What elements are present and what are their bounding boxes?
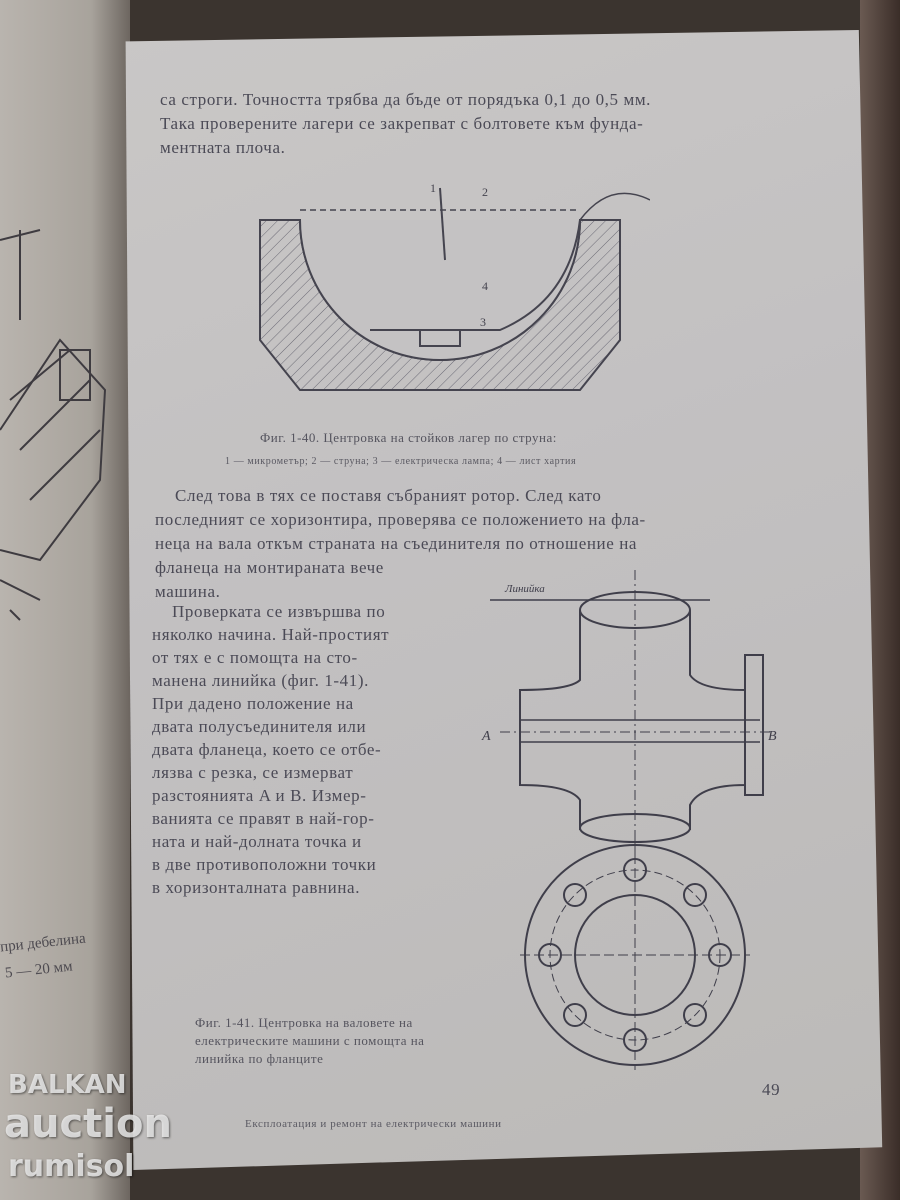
text-line: При дадено положение на bbox=[152, 694, 354, 713]
text-line: от тях е с помощта на сто- bbox=[152, 648, 358, 667]
text-line: фланеца на монтираната вече bbox=[155, 558, 384, 577]
text-line: последният се хоризонтира, проверява се … bbox=[155, 510, 646, 529]
micrometer bbox=[439, 187, 446, 261]
label-b: B bbox=[768, 729, 777, 744]
figure-1-41-caption: електрическите машини с помощта на bbox=[195, 1033, 425, 1048]
figure-1-40-bearing-diagram: 1 2 3 4 bbox=[259, 181, 650, 391]
label-a: A bbox=[481, 729, 491, 744]
watermark-logo: BALKAN bbox=[8, 1070, 127, 1100]
text-line: няколко начина. Най-простият bbox=[152, 625, 390, 644]
watermark-logo: auction bbox=[4, 1101, 172, 1147]
figure-1-41-flange-diagram: Линийка A B bbox=[481, 570, 777, 1070]
left-page-illustration bbox=[0, 229, 107, 621]
text-line: в две противоположни точки bbox=[152, 855, 377, 874]
figure-1-40-caption: Фиг. 1-40. Центровка на стойков лагер по… bbox=[260, 430, 557, 445]
text-line: манена линийка (фиг. 1-41). bbox=[152, 671, 369, 690]
text-line: в хоризонталната равнина. bbox=[152, 878, 361, 897]
text-line: са строги. Точността трябва да бъде от п… bbox=[160, 90, 652, 109]
text-line: лязва с резка, се измерват bbox=[152, 763, 354, 782]
text-line: машина. bbox=[155, 582, 221, 601]
watermark-logo: rumisol bbox=[8, 1149, 135, 1184]
label-3: 3 bbox=[480, 315, 486, 329]
ruler-label: Линийка bbox=[504, 583, 545, 595]
figure-1-41-caption: Фиг. 1-41. Центровка на валовете на bbox=[195, 1015, 413, 1030]
text-line: ментната плоча. bbox=[160, 138, 286, 157]
text-line: разстоянията A и B. Измер- bbox=[152, 786, 367, 805]
text-line: ванията се правят в най-гор- bbox=[152, 809, 375, 828]
label-4: 4 bbox=[482, 279, 488, 293]
figure-1-40-legend: 1 — микрометър; 2 — струна; 3 — електрич… bbox=[225, 456, 577, 467]
label-2: 2 bbox=[482, 185, 488, 199]
label-1: 1 bbox=[430, 181, 436, 195]
running-footer: Експлоатация и ремонт на електрически ма… bbox=[245, 1118, 502, 1130]
text-line: двата полусъединителя или bbox=[152, 717, 367, 736]
text-line: Проверката се извършва по bbox=[172, 602, 386, 621]
text-line: двата фланеца, което се отбе- bbox=[152, 740, 382, 759]
text-line: След това в тях се поставя събраният рот… bbox=[175, 486, 602, 505]
text-line: ната и най-долната точка и bbox=[152, 832, 362, 851]
lamp bbox=[419, 329, 461, 347]
page-number: 49 bbox=[762, 1080, 781, 1099]
text-line: неца на вала откъм страната на съедините… bbox=[155, 534, 638, 553]
left-page bbox=[0, 0, 130, 1200]
figure-1-41-caption: линийка по фланците bbox=[195, 1051, 324, 1066]
text-line: Така проверените лагери се закрепват с б… bbox=[160, 114, 644, 133]
